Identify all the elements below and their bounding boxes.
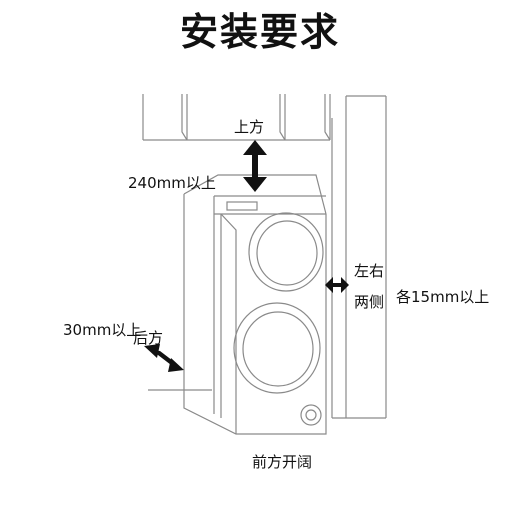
page-title: 安装要求 bbox=[179, 10, 340, 54]
rear-clearance-label: 30mm以上 bbox=[63, 321, 142, 339]
front-label: 前方开阔 bbox=[252, 453, 313, 471]
side-clearance-arrow bbox=[325, 277, 349, 293]
sides-label-line2: 两侧 bbox=[354, 293, 385, 311]
rear-label: 后方 bbox=[133, 329, 164, 347]
top-clearance-label: 240mm以上 bbox=[128, 174, 216, 192]
sides-label-line1: 左右 bbox=[354, 262, 385, 280]
top-clearance-arrow bbox=[243, 140, 267, 192]
top-label: 上方 bbox=[234, 118, 265, 136]
side-wall bbox=[331, 95, 387, 419]
washing-machine bbox=[183, 174, 327, 435]
upper-cabinet bbox=[142, 94, 331, 141]
sides-clearance-label: 各15mm以上 bbox=[396, 288, 490, 306]
rear-clearance-arrow bbox=[144, 344, 184, 372]
